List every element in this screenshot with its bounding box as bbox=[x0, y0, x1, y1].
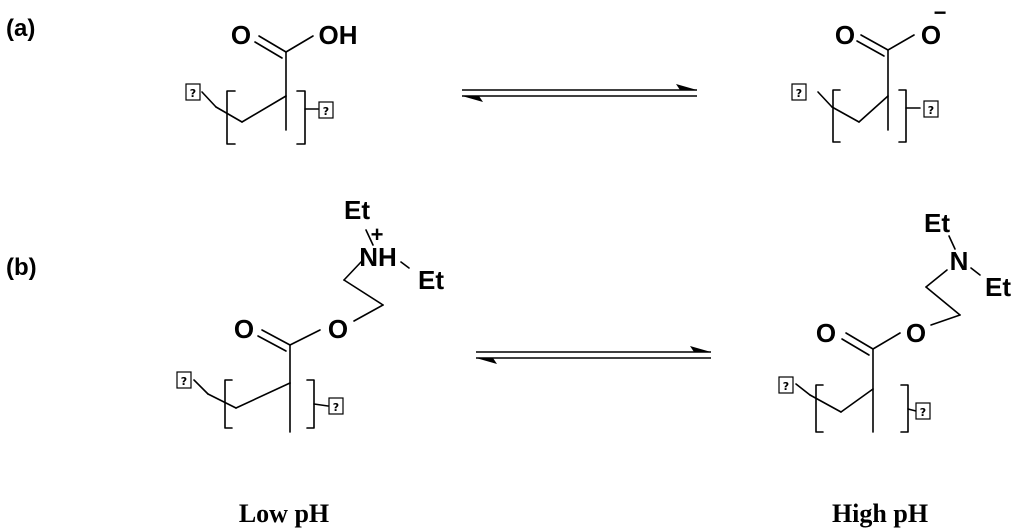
ammonium-nitrogen: NH bbox=[359, 242, 397, 272]
panel-label-a: (a) bbox=[6, 15, 35, 42]
ethyl-group-top-b2: Et bbox=[924, 208, 950, 238]
panel-label-b: (b) bbox=[6, 254, 37, 281]
svg-text:?: ? bbox=[783, 380, 789, 393]
pdeaema-protonated: O O NH + Et Et ? ? bbox=[176, 195, 444, 433]
polymer-end-left-b2: ? bbox=[778, 376, 794, 394]
amine-nitrogen: N bbox=[950, 246, 969, 276]
pmaa-deprotonated: O O − ? ? bbox=[791, 0, 947, 143]
negative-charge: − bbox=[934, 0, 947, 25]
ethyl-group-right-b1: Et bbox=[418, 265, 444, 295]
hydroxyl-group-a1: OH bbox=[319, 20, 358, 50]
svg-text:?: ? bbox=[920, 406, 926, 419]
pmaa-protonated: O OH ? ? bbox=[185, 20, 358, 145]
polymer-end-right-a2: ? bbox=[923, 100, 939, 118]
equilibrium-arrow-a bbox=[462, 84, 697, 102]
svg-text:?: ? bbox=[333, 401, 339, 414]
polymer-end-right-b1: ? bbox=[328, 397, 344, 415]
ethyl-group-top-b1: Et bbox=[344, 195, 370, 225]
ethyl-group-right-b2: Et bbox=[985, 272, 1011, 302]
svg-text:?: ? bbox=[928, 104, 934, 117]
polymer-end-right-a1: ? bbox=[318, 101, 334, 119]
carbonyl-oxygen-b2: O bbox=[816, 318, 836, 348]
low-ph-label: Low pH bbox=[239, 499, 329, 528]
polymer-end-left-a2: ? bbox=[791, 83, 807, 101]
svg-text:?: ? bbox=[323, 105, 329, 118]
pdeaema-neutral: O O N Et Et ? ? bbox=[778, 208, 1011, 433]
carbonyl-oxygen-b1: O bbox=[234, 314, 254, 344]
svg-text:?: ? bbox=[796, 87, 802, 100]
carbonyl-oxygen-a1: O bbox=[231, 20, 251, 50]
svg-text:?: ? bbox=[181, 375, 187, 388]
ester-oxygen-b2: O bbox=[906, 318, 926, 348]
polymer-end-left-b1: ? bbox=[176, 371, 192, 389]
carboxylate-oxygen: O bbox=[921, 20, 941, 50]
carbonyl-oxygen-a2: O bbox=[835, 20, 855, 50]
polymer-end-right-b2: ? bbox=[915, 402, 931, 420]
ester-oxygen-b1: O bbox=[328, 314, 348, 344]
high-ph-label: High pH bbox=[832, 499, 928, 528]
equilibrium-arrow-b bbox=[476, 346, 711, 364]
positive-charge: + bbox=[371, 222, 384, 247]
polymer-end-left-a1: ? bbox=[185, 83, 201, 101]
svg-text:?: ? bbox=[190, 87, 196, 100]
